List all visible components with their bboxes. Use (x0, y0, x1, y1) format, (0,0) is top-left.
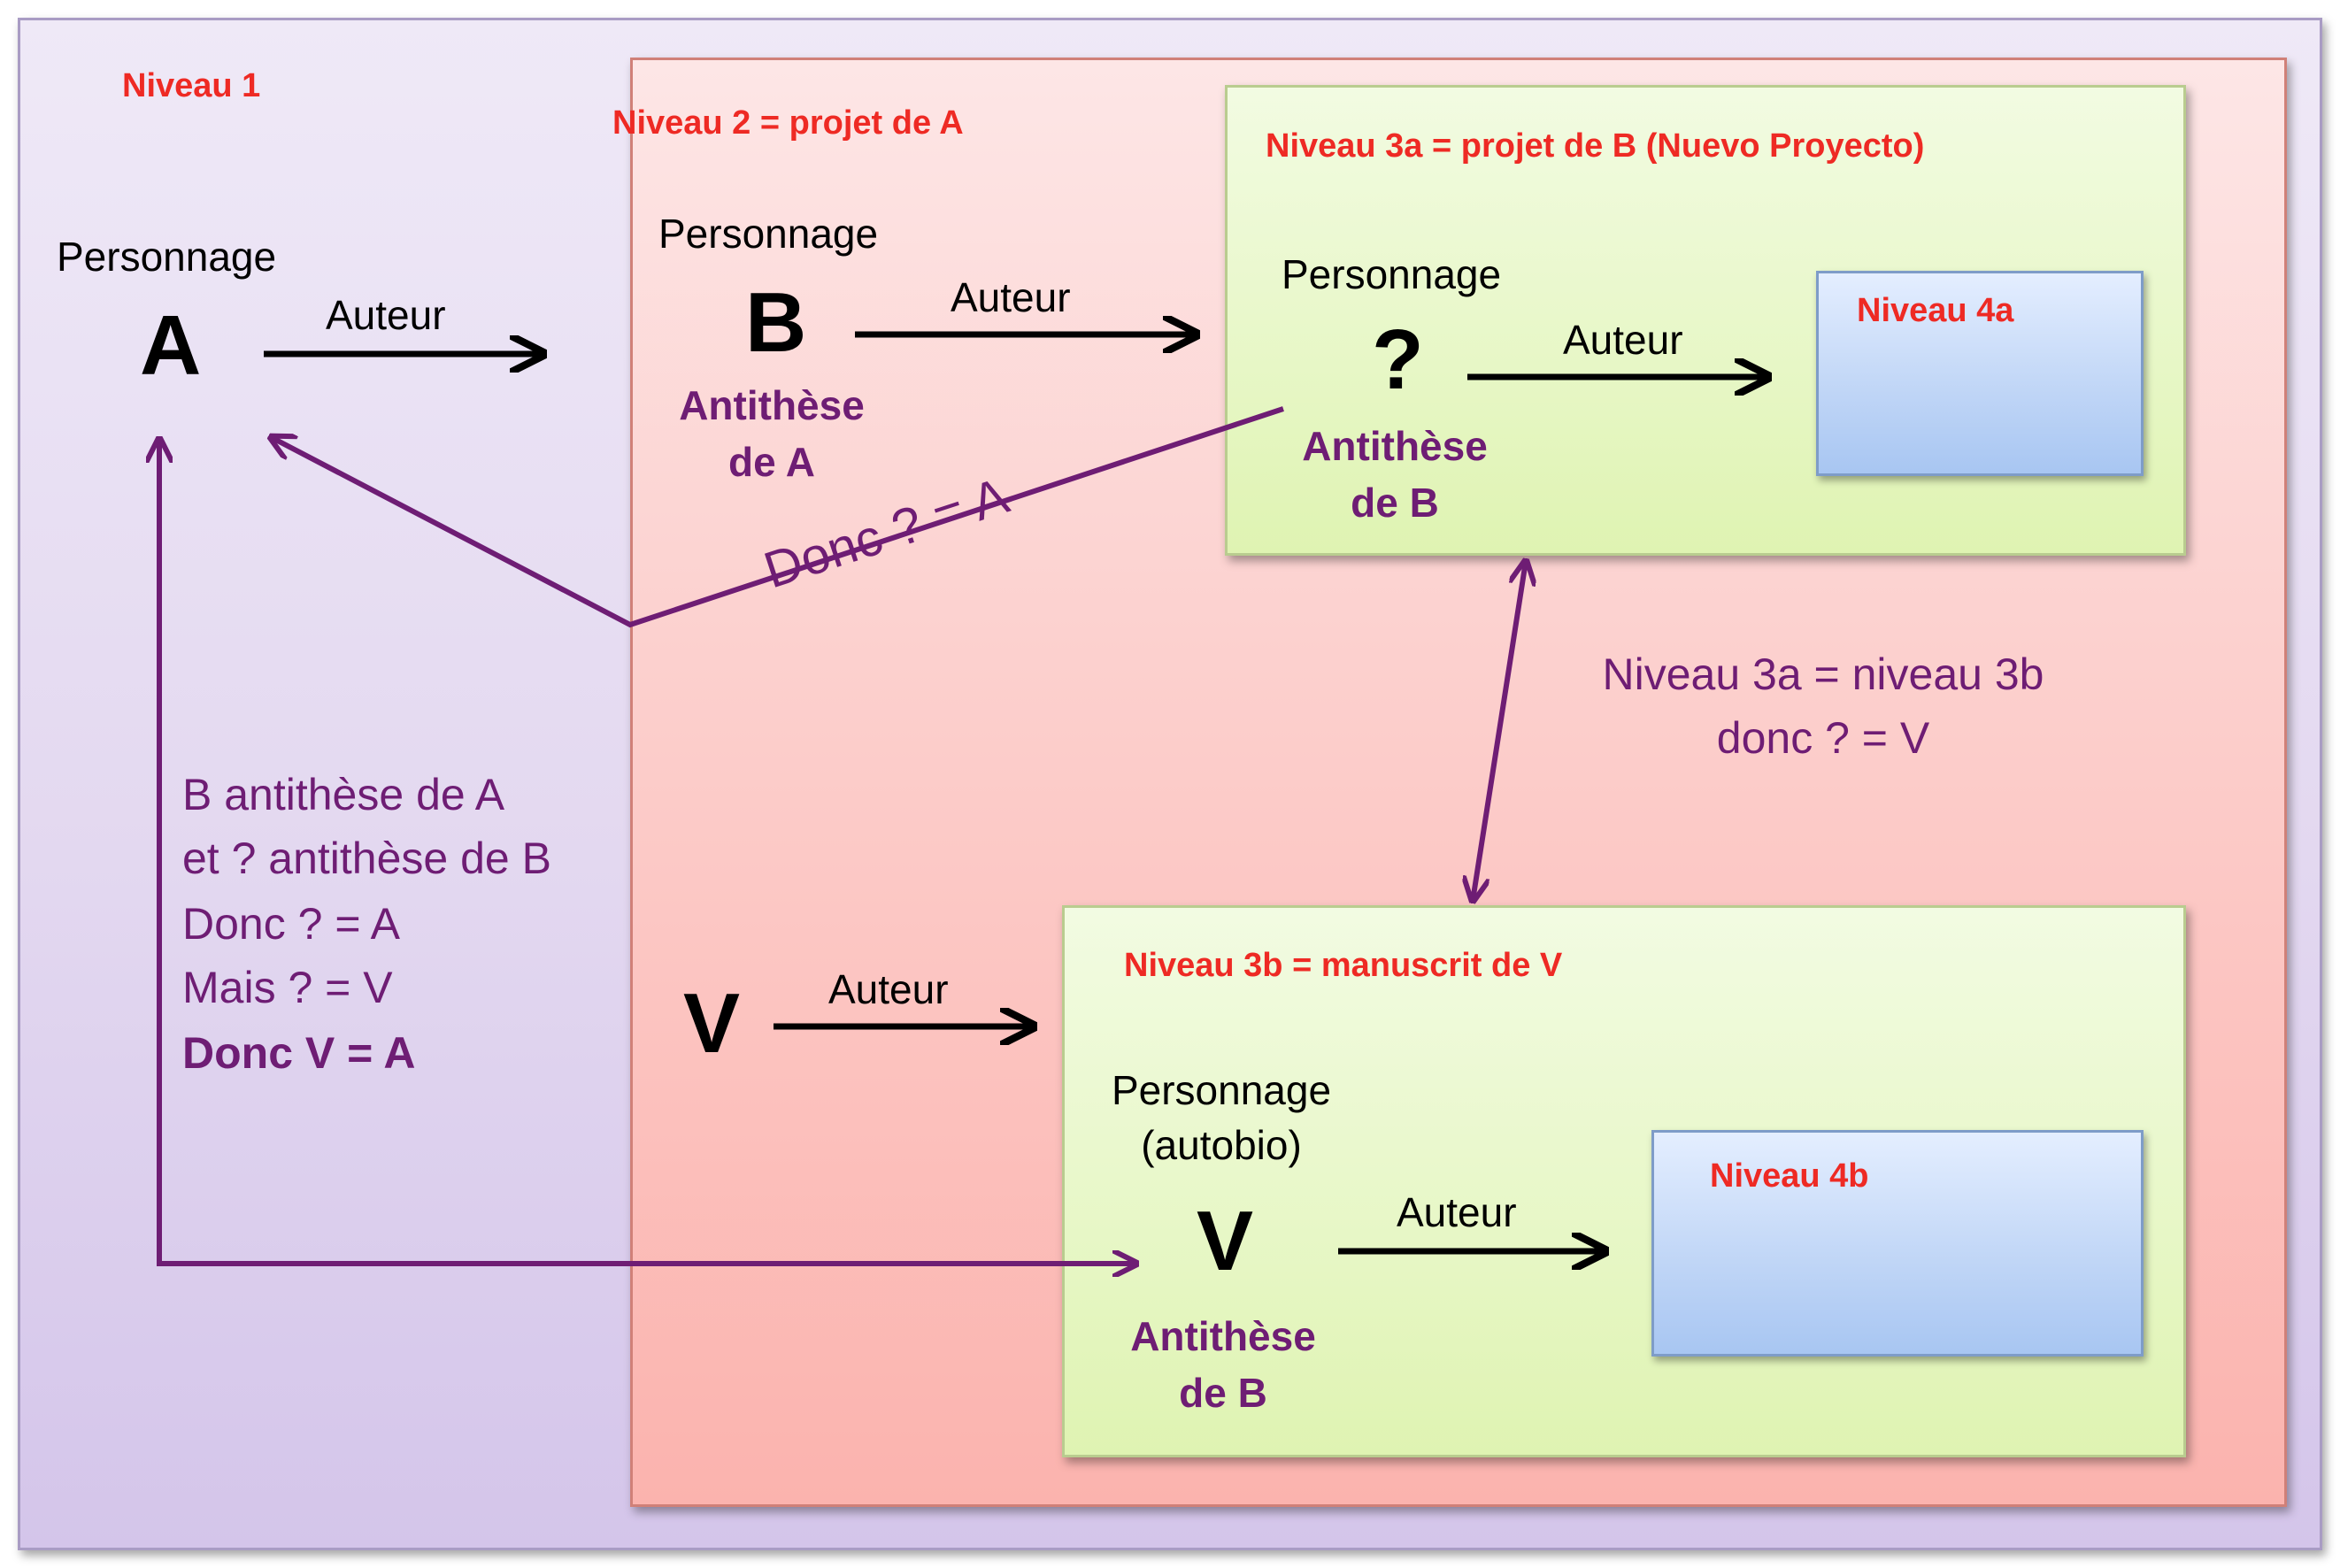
reasoning-line1: B antithèse de A (182, 770, 505, 819)
reasoning-line3: Donc ? = A (182, 899, 400, 949)
character-b: B (745, 275, 807, 370)
character-label-a: Personnage (57, 234, 277, 280)
arrow-level3a-level3b (1473, 561, 1526, 901)
level-4a-title: Niveau 4a (1857, 292, 2014, 329)
equivalence-line1: Niveau 3a = niveau 3b (1602, 649, 2044, 699)
antithesis-of-b2-line2: de B (1179, 1370, 1267, 1416)
level-3b-title: Niveau 3b = manuscrit de V (1124, 947, 1563, 984)
level-3a-title: Niveau 3a = projet de B (Nuevo Proyecto) (1266, 127, 1925, 165)
level-4a-box (1816, 271, 2144, 476)
level-4b-title: Niveau 4b (1710, 1157, 1869, 1195)
arrow-a-to-v (159, 439, 1136, 1264)
level-1-title: Niveau 1 (122, 67, 261, 104)
antithesis-of-a-line2: de A (728, 439, 815, 485)
author-label-q: Auteur (1563, 317, 1683, 363)
author-label-v2: Auteur (1397, 1189, 1517, 1235)
equivalence-line2: donc ? = V (1716, 713, 1930, 763)
antithesis-of-b2-line1: Antithèse (1130, 1313, 1316, 1359)
character-label-v2-line2: (autobio) (1141, 1122, 1302, 1168)
reasoning-line4: Mais ? = V (182, 963, 393, 1012)
antithesis-of-b-line1: Antithèse (1302, 423, 1488, 469)
character-v: V (683, 976, 741, 1071)
reasoning-line5: Donc V = A (182, 1028, 416, 1078)
character-q: ? (1372, 312, 1424, 407)
level-2-title: Niveau 2 = projet de A (612, 104, 964, 142)
character-label-v2-line1: Personnage (1111, 1067, 1332, 1113)
reasoning-line2: et ? antithèse de B (182, 834, 551, 883)
antithesis-of-b-line2: de B (1351, 480, 1439, 526)
author-label-a: Auteur (326, 292, 446, 338)
character-a: A (140, 298, 202, 393)
author-label-v: Auteur (828, 966, 949, 1012)
level-4b-box (1651, 1130, 2144, 1357)
antithesis-of-a-line1: Antithèse (679, 382, 865, 428)
author-label-b: Auteur (951, 274, 1071, 320)
character-label-b: Personnage (658, 211, 879, 257)
character-label-q: Personnage (1282, 251, 1502, 297)
character-v2: V (1197, 1194, 1254, 1288)
